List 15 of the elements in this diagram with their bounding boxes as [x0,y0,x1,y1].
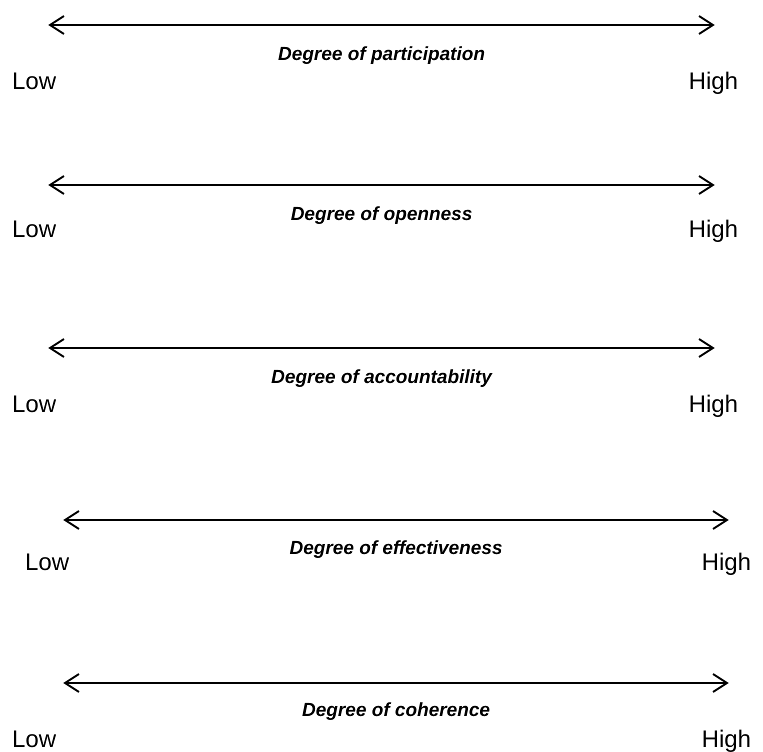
scale-low-label: Low [12,393,56,417]
scale-low-label: Low [25,551,70,575]
scale-low-label: Low [12,728,56,752]
scale-high-label: High [688,218,738,242]
scale-high-label: High [702,551,751,575]
scale-title: Degree of coherence [302,701,490,720]
scale-title: Degree of accountability [271,368,492,387]
scale-title: Degree of participation [278,45,485,64]
scale-high-label: High [688,393,738,417]
scale-title: Degree of effectiveness [290,539,502,558]
scale-low-label: Low [12,218,56,242]
scale-title: Degree of openness [290,205,472,224]
scale-high-label: High [688,70,738,94]
scale-low-label: Low [12,70,56,94]
scale-high-label: High [702,728,751,752]
